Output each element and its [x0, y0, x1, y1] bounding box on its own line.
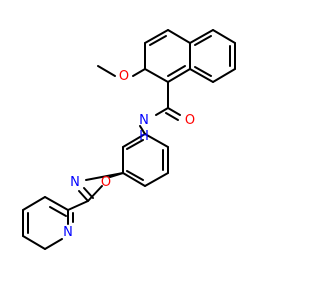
- methoxy-group: [97, 65, 146, 77]
- amide-nitrogen-label: N: [139, 113, 149, 128]
- bond: [167, 68, 191, 83]
- amide-group: [139, 81, 181, 135]
- naphthalene-left-ring: [144, 29, 191, 83]
- bond: [49, 206, 67, 217]
- bond: [149, 35, 167, 46]
- bond: [44, 238, 63, 250]
- bond: [126, 139, 144, 150]
- bond: [122, 172, 146, 187]
- bond: [44, 196, 69, 211]
- bond: [83, 187, 94, 199]
- bond: [144, 133, 169, 148]
- bond: [78, 190, 89, 202]
- amide-hydrogen-label: H: [139, 129, 149, 144]
- bond: [22, 196, 46, 211]
- bond: [144, 29, 169, 44]
- oxazole-nitrogen-label: N: [70, 175, 80, 190]
- naphthalene-right-ring: [189, 29, 236, 83]
- bond: [189, 29, 214, 44]
- bond: [155, 107, 169, 116]
- bond: [212, 68, 236, 83]
- bond: [126, 170, 144, 181]
- bond: [144, 68, 169, 83]
- bond: [194, 66, 212, 77]
- bond: [167, 65, 186, 77]
- bond: [122, 133, 146, 148]
- bond: [85, 172, 124, 181]
- bond: [87, 185, 103, 202]
- bond: [165, 112, 179, 121]
- bond: [144, 172, 169, 187]
- bond: [194, 35, 212, 46]
- amide-oxygen-label: O: [185, 113, 195, 128]
- bond: [212, 29, 236, 44]
- oxazole-ring: [78, 172, 124, 202]
- bond: [139, 125, 146, 135]
- bond: [22, 235, 46, 250]
- bond: [67, 200, 89, 211]
- bond: [97, 65, 116, 77]
- methoxy-oxygen-label: O: [119, 69, 129, 84]
- atom-labels: O O N H N O N: [63, 69, 195, 240]
- oxazole-oxygen-label: O: [101, 175, 111, 190]
- molecule-structure: O O N H N O N: [22, 29, 236, 250]
- benzoxazole-benzene-ring: [122, 133, 169, 187]
- bond: [189, 68, 214, 83]
- pyridine-nitrogen-label: N: [63, 225, 73, 240]
- bond: [167, 29, 191, 44]
- pyridine-ring: [22, 196, 89, 250]
- bond: [167, 107, 181, 116]
- bond: [132, 68, 146, 77]
